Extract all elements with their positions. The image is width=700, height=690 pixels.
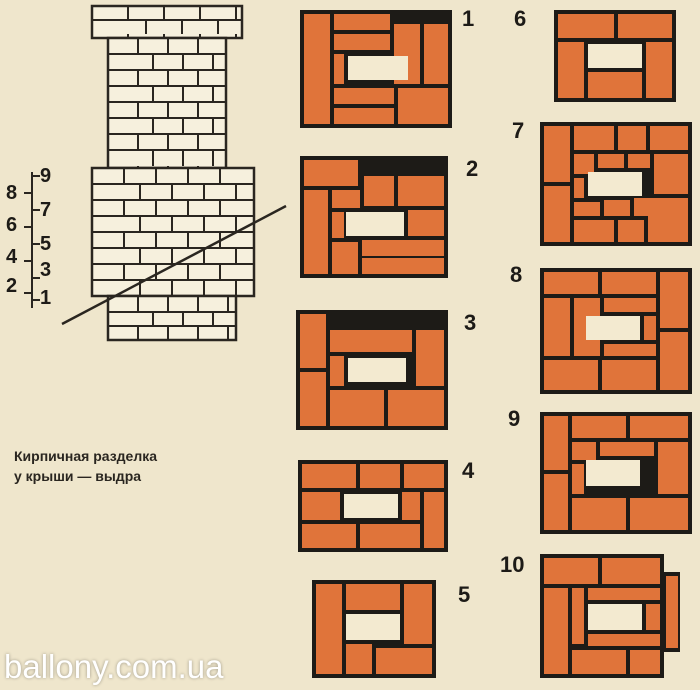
chimney-brick-joints: [123, 6, 237, 340]
pattern-number-6: 6: [514, 6, 527, 31]
course-pattern-1: [300, 10, 452, 128]
pattern-number-10: 10: [500, 552, 525, 577]
pattern-number-9: 9: [508, 406, 521, 431]
course-pattern-9: [540, 412, 692, 534]
pattern-number-4: 4: [462, 458, 475, 483]
pattern-number-5: 5: [458, 582, 471, 607]
course-pattern-5: [312, 580, 436, 678]
course-pattern-3: [296, 310, 448, 430]
height-scale-ruler: [24, 172, 40, 308]
height-number-9: 9: [40, 165, 52, 187]
course-pattern-4: [298, 460, 448, 552]
pattern-number-2: 2: [466, 156, 479, 181]
pattern-number-1: 1: [462, 6, 475, 31]
height-number-6: 6: [6, 214, 18, 236]
course-pattern-2: [300, 156, 448, 278]
course-pattern-8: [540, 268, 692, 394]
chimney-lower-stack: [106, 294, 238, 342]
caption-line-2: у крыши — выдра: [14, 468, 142, 484]
pattern-number-8: 8: [510, 262, 523, 287]
height-number-2: 2: [6, 275, 18, 297]
diagram-caption: Кирпичная разделка у крыши — выдра: [14, 446, 254, 486]
caption-line-1: Кирпичная разделка: [14, 448, 158, 464]
height-number-4: 4: [6, 246, 18, 268]
roof-line: [61, 204, 287, 326]
site-watermark: ballony.com.ua: [4, 648, 224, 685]
pattern-number-3: 3: [464, 310, 477, 335]
course-pattern-7: [540, 122, 692, 246]
height-number-8: 8: [6, 182, 18, 204]
course-pattern-6: [554, 10, 676, 102]
height-number-7: 7: [40, 199, 52, 221]
course-pattern-10: [540, 554, 680, 678]
height-number-3: 3: [40, 259, 52, 281]
height-number-1: 1: [40, 287, 52, 309]
pattern-number-7: 7: [512, 118, 525, 143]
height-number-5: 5: [40, 233, 52, 255]
